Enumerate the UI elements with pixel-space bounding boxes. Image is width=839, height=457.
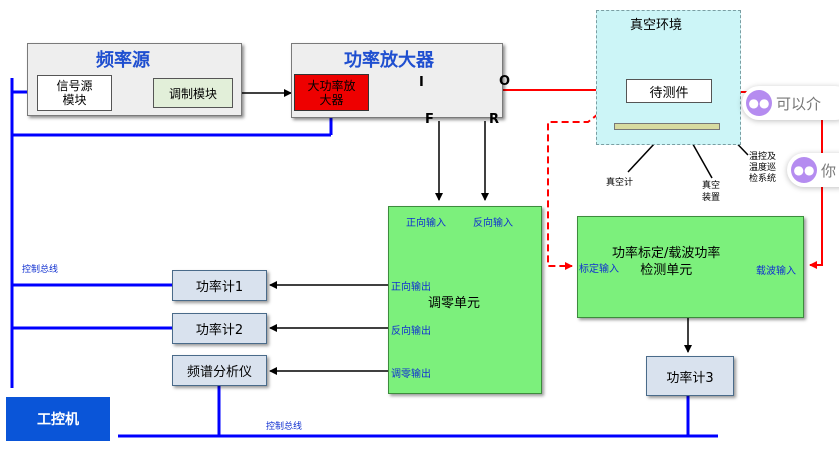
- chat-bubble-chip-2[interactable]: ●● 你: [787, 153, 839, 187]
- modulation-module[interactable]: 调制模块: [153, 78, 233, 108]
- chip-2-text: 你: [821, 161, 837, 180]
- vacuum-environment-title: 真空环境: [630, 18, 683, 33]
- high-power-amplifier[interactable]: 大功率放 大器: [294, 74, 369, 111]
- forward-input-port: 正向输入: [406, 218, 446, 229]
- frequency-source-title: 频率源: [96, 50, 150, 71]
- port-i-label: I: [419, 75, 424, 90]
- port-r-label: R: [489, 112, 500, 127]
- vacuum-environment: [596, 10, 741, 145]
- vacuum-gauge-label: 真空计: [606, 178, 634, 188]
- carrier-input-port: 载波输入: [756, 266, 796, 277]
- port-f-label: F: [425, 112, 434, 127]
- reverse-input-port: 反向输入: [473, 218, 513, 229]
- reverse-output-port: 反向输出: [391, 326, 431, 337]
- port-o-label: O: [499, 74, 511, 89]
- calibration-detection-unit[interactable]: [577, 216, 804, 318]
- forward-output-port: 正向输出: [391, 282, 431, 293]
- signal-source-module[interactable]: 信号源 模块: [37, 75, 112, 111]
- calibration-unit-title: 功率标定/载波功率 检测单元: [612, 246, 721, 278]
- temp-control-label: 温控及 温度巡 检系统: [749, 152, 777, 184]
- calib-input-port: 标定输入: [579, 264, 619, 275]
- spectrum-analyzer[interactable]: 频谱分析仪: [172, 355, 267, 386]
- null-output-port: 调零输出: [391, 369, 431, 380]
- control-bus-label-left: 控制总线: [22, 265, 59, 275]
- power-meter-2[interactable]: 功率计2: [172, 313, 267, 344]
- device-under-test[interactable]: 待测件: [626, 79, 712, 103]
- vacuum-plate: [614, 123, 720, 130]
- power-amplifier-title: 功率放大器: [344, 50, 434, 71]
- null-unit-title: 调零单元: [428, 296, 481, 311]
- power-meter-3[interactable]: 功率计3: [646, 356, 734, 396]
- chat-icon: ●●: [791, 157, 817, 183]
- industrial-pc[interactable]: 工控机: [6, 397, 110, 441]
- vacuum-device-label: 真空 装置: [702, 181, 721, 203]
- chat-bubble-chip-1[interactable]: ●● 可以介: [742, 86, 839, 120]
- signal-arrows: [112, 89, 749, 375]
- control-bus-label-bottom: 控制总线: [266, 422, 303, 432]
- chat-icon: ●●: [746, 90, 772, 116]
- control-bus-lines: [10, 78, 718, 438]
- power-meter-1[interactable]: 功率计1: [172, 270, 267, 301]
- chip-1-text: 可以介: [776, 94, 822, 113]
- null-unit[interactable]: [388, 206, 542, 394]
